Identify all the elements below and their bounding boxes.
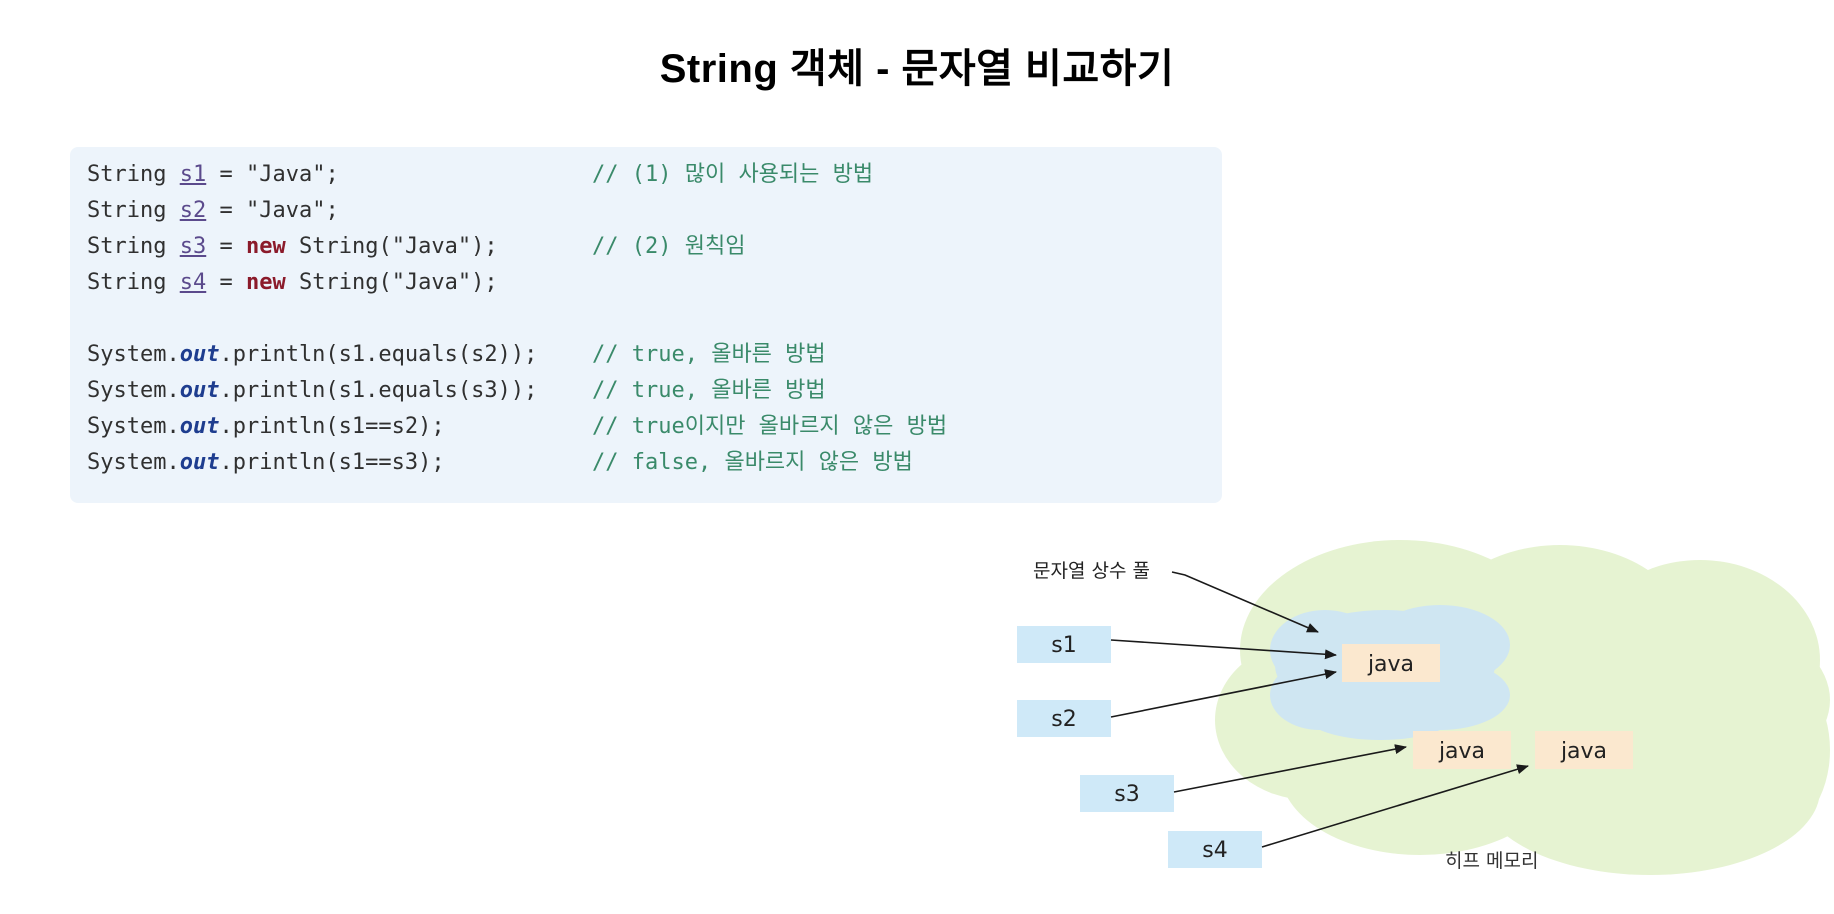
ref-box-s3 <box>1080 775 1174 812</box>
code-field: out <box>179 342 220 367</box>
ref-label-s4: s4 <box>1202 838 1227 863</box>
code-text: String("Java"); <box>285 234 498 259</box>
code-line: System.out.println(s1==s3); <box>87 445 445 481</box>
code-text: System. <box>87 342 180 367</box>
page-title: String 객체 - 문자열 비교하기 <box>659 47 1175 91</box>
heap-object-box-1 <box>1413 731 1511 769</box>
code-field: out <box>179 378 220 403</box>
code-text: = <box>206 270 246 295</box>
code-line: String s1 = "Java"; <box>87 157 339 193</box>
code-comment: // false, 올바르지 않은 방법 <box>592 450 913 475</box>
arrow-s1 <box>1110 639 1337 660</box>
arrow-s2 <box>1110 669 1337 718</box>
code-line: String s3 = new String("Java"); <box>87 229 498 265</box>
string-pool-cloud <box>1270 605 1510 740</box>
ref-box-s2 <box>1017 700 1111 737</box>
arrow-s3 <box>1173 744 1407 793</box>
code-type: String <box>87 270 167 295</box>
code-comment: // true, 올바른 방법 <box>592 342 826 367</box>
code-block: String s1 = "Java"; // (1) 많이 사용되는 방법 St… <box>70 147 1222 503</box>
code-variable: s2 <box>179 198 207 223</box>
code-type: String <box>87 162 167 187</box>
code-text: .println(s1==s2); <box>219 414 445 439</box>
ref-label-s2: s2 <box>1051 707 1076 732</box>
code-text: = "Java"; <box>206 162 339 187</box>
code-keyword: new <box>245 234 286 259</box>
code-text: System. <box>87 450 180 475</box>
code-comment: // true, 올바른 방법 <box>592 378 826 403</box>
code-text: String("Java"); <box>285 270 498 295</box>
reference-arrows <box>1110 571 1529 848</box>
code-variable: s1 <box>179 162 207 187</box>
code-text: System. <box>87 414 180 439</box>
heap-object-box-2 <box>1535 731 1633 769</box>
string-pool-label: 문자열 상수 풀 <box>1033 560 1150 582</box>
code-line: System.out.println(s1.equals(s2)); <box>87 337 537 373</box>
code-comment: // (2) 원칙임 <box>592 234 746 259</box>
heap-memory-label: 히프 메모리 <box>1445 850 1538 872</box>
code-comment: // true이지만 올바르지 않은 방법 <box>592 414 948 439</box>
code-text: System. <box>87 378 180 403</box>
code-text: = <box>206 234 246 259</box>
code-type: String <box>87 234 167 259</box>
heap-cloud <box>1215 540 1830 875</box>
code-text: .println(s1.equals(s2)); <box>219 342 538 367</box>
code-line: String s4 = new String("Java"); <box>87 265 498 301</box>
code-line: System.out.println(s1==s2); <box>87 409 445 445</box>
ref-label-s3: s3 <box>1114 782 1139 807</box>
code-field: out <box>179 450 220 475</box>
code-text: .println(s1.equals(s3)); <box>219 378 538 403</box>
code-keyword: new <box>245 270 286 295</box>
pool-label-arrow <box>1171 571 1319 633</box>
code-text: .println(s1==s3); <box>219 450 445 475</box>
heap-object-label-2: java <box>1560 739 1607 764</box>
code-variable: s4 <box>179 270 207 295</box>
code-text: = "Java"; <box>206 198 339 223</box>
heap-object-label-1: java <box>1438 739 1485 764</box>
code-line: String s2 = "Java"; <box>87 193 339 229</box>
code-field: out <box>179 414 220 439</box>
code-comment: // (1) 많이 사용되는 방법 <box>592 162 874 187</box>
ref-box-s4 <box>1168 831 1262 868</box>
pool-object-label: java <box>1367 652 1414 677</box>
pool-object-box <box>1342 644 1440 682</box>
code-line: System.out.println(s1.equals(s3)); <box>87 373 537 409</box>
code-variable: s3 <box>179 234 207 259</box>
code-type: String <box>87 198 167 223</box>
ref-label-s1: s1 <box>1051 633 1076 658</box>
ref-box-s1 <box>1017 626 1111 663</box>
arrow-s4 <box>1261 764 1529 848</box>
